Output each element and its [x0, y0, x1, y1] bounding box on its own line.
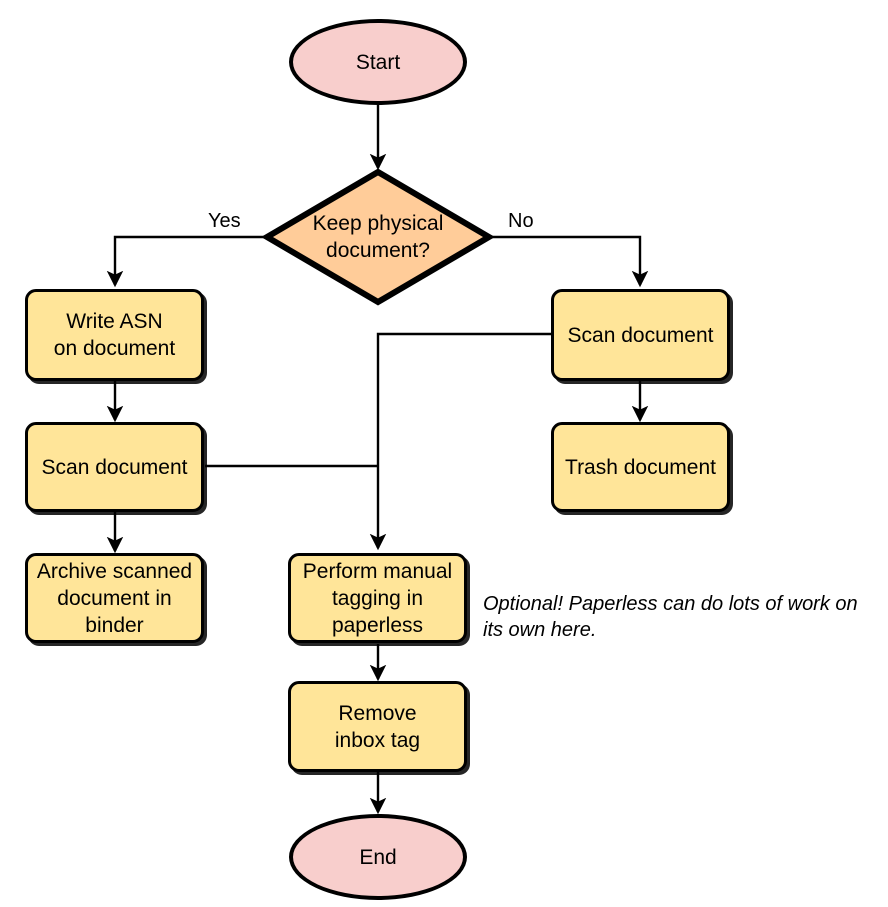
annotation-optional-note: Optional! Paperless can do lots of work … — [483, 591, 883, 643]
node-remove-inbox-tag[interactable]: Remove inbox tag — [288, 681, 467, 772]
node-write-asn[interactable]: Write ASN on document — [25, 289, 204, 381]
node-decision-label-line2: document? — [326, 239, 430, 262]
node-scan-document-left[interactable]: Scan document — [25, 422, 204, 512]
node-scan-document-right-label: Scan document — [567, 323, 714, 347]
node-trash-document-label: Trash document — [565, 455, 716, 479]
edge-label-no: No — [508, 210, 534, 232]
node-manual-tagging[interactable]: Perform manual tagging in paperless — [288, 553, 467, 643]
node-scan-document-left-label: Scan document — [41, 455, 188, 479]
node-write-asn-label-line2: on document — [53, 337, 176, 360]
node-decision-label-line1: Keep physical — [312, 212, 444, 235]
diamond-shape — [263, 168, 493, 306]
node-start-label: Start — [355, 50, 401, 74]
node-decision-label: Keep physical document? — [263, 210, 493, 264]
edge-decision-no-to-scan-right — [491, 235, 649, 288]
node-archive-in-binder-label: Archive scanned document in binder — [37, 558, 192, 639]
node-remove-inbox-label-line1: Remove — [338, 701, 417, 725]
node-remove-inbox-tag-label: Remove inbox tag — [335, 700, 420, 754]
node-archive-label-line2: document in — [57, 586, 172, 610]
node-remove-inbox-label-line2: inbox tag — [334, 728, 421, 752]
node-manual-tagging-label-line3: paperless — [331, 613, 424, 637]
node-archive-in-binder[interactable]: Archive scanned document in binder — [25, 553, 204, 643]
node-manual-tagging-label-line2: tagging in — [331, 586, 424, 610]
node-decision-keep-physical-document[interactable]: Keep physical document? — [263, 168, 493, 306]
node-manual-tagging-label-line1: Perform manual — [302, 559, 453, 583]
node-manual-tagging-label: Perform manual tagging in paperless — [303, 558, 452, 639]
node-scan-document-right[interactable]: Scan document — [551, 289, 730, 381]
annotation-optional-note-line2: its own here. — [483, 619, 597, 641]
node-end-label: End — [359, 845, 397, 869]
edge-decision-yes-to-write-asn — [106, 235, 265, 288]
node-start[interactable]: Start — [289, 19, 467, 105]
node-archive-label-line3: binder — [85, 613, 144, 637]
annotation-optional-note-line1: Optional! Paperless can do lots of work … — [483, 593, 858, 615]
node-end[interactable]: End — [289, 814, 467, 900]
node-write-asn-label: Write ASN on document — [54, 308, 175, 362]
node-write-asn-label-line1: Write ASN — [66, 310, 163, 333]
edge-scan-right-to-manual-tagging — [369, 332, 551, 551]
edge-label-yes: Yes — [208, 210, 241, 232]
node-archive-label-line1: Archive scanned — [36, 559, 193, 583]
node-trash-document[interactable]: Trash document — [551, 422, 730, 512]
